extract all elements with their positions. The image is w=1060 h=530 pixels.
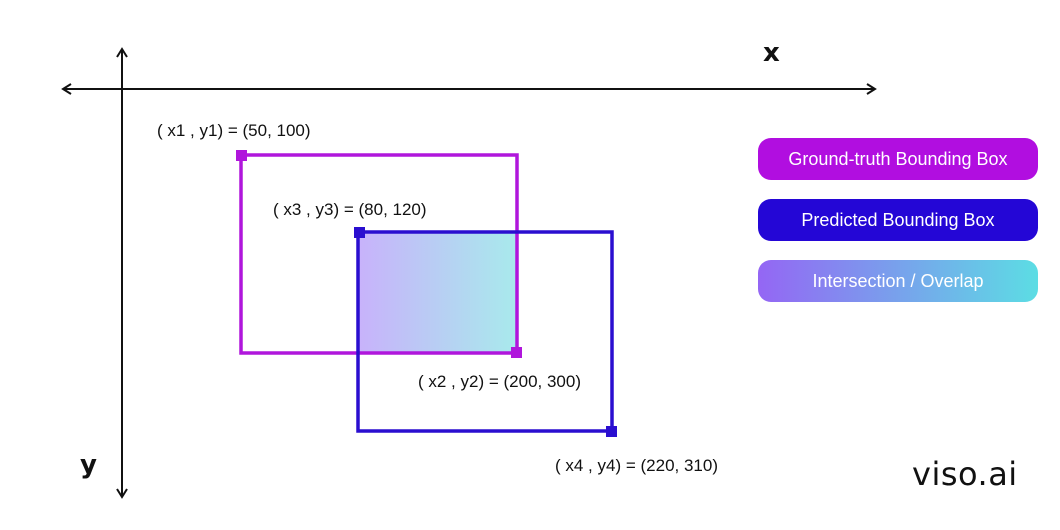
coord-label-p2: ( x2 , y2) = (200, 300)	[418, 372, 581, 391]
brand-logo: viso.ai	[912, 455, 1018, 493]
corner-marker-p3	[354, 227, 365, 238]
x-axis	[61, 83, 877, 95]
x-axis-label: x	[763, 38, 780, 68]
intersection-area	[358, 232, 517, 353]
y-axis	[116, 47, 128, 499]
y-axis-label: y	[80, 450, 97, 480]
coord-label-p1: ( x1 , y1) = (50, 100)	[157, 121, 311, 140]
legend-intersection-label: Intersection / Overlap	[812, 270, 984, 291]
corner-marker-p2	[511, 347, 522, 358]
coord-label-p4: ( x4 , y4) = (220, 310)	[555, 456, 718, 475]
legend-ground-truth-label: Ground-truth Bounding Box	[788, 148, 1008, 169]
legend-predicted-label: Predicted Bounding Box	[801, 209, 995, 230]
y-axis-bottom-arrow-icon	[116, 488, 128, 499]
x-axis-right-arrow-icon	[866, 83, 877, 95]
x-axis-left-arrow-icon	[61, 83, 72, 95]
corner-marker-p4	[606, 426, 617, 437]
legend-predicted: Predicted Bounding Box	[758, 199, 1038, 241]
ground-truth-box	[239, 153, 519, 355]
corner-marker-p1	[236, 150, 247, 161]
legend-ground-truth: Ground-truth Bounding Box	[758, 138, 1038, 180]
y-axis-top-arrow-icon	[116, 47, 128, 58]
legend-intersection: Intersection / Overlap	[758, 260, 1038, 302]
coord-label-p3: ( x3 , y3) = (80, 120)	[273, 200, 427, 219]
predicted-box	[356, 230, 614, 433]
